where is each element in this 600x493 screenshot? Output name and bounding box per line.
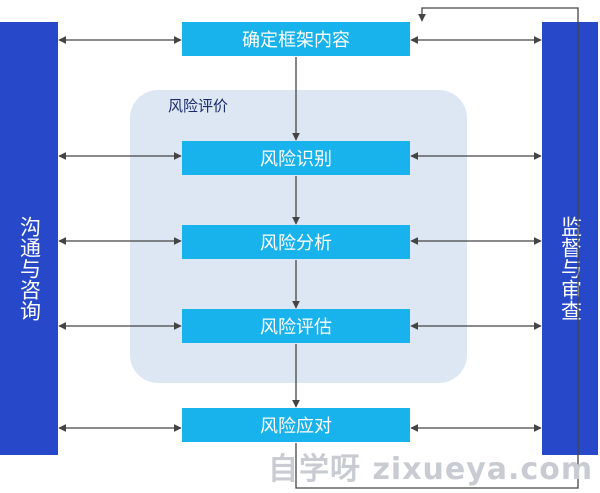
risk-evaluation-label: 风险评价 (168, 97, 229, 115)
watermark: 自学呀 zixueya.com (268, 452, 594, 487)
step-risk-analysis: 风险分析 (182, 225, 410, 259)
feedback-loop (295, 7, 579, 489)
step-risk-identification: 风险识别 (182, 141, 410, 175)
communication-bar: 沟通与咨询 (0, 22, 58, 455)
step-risk-response: 风险应对 (182, 408, 410, 442)
communication-label: 沟通与咨询 (17, 215, 42, 321)
step-define-framework: 确定框架内容 (182, 22, 410, 56)
step-risk-assessment: 风险评估 (182, 309, 410, 343)
